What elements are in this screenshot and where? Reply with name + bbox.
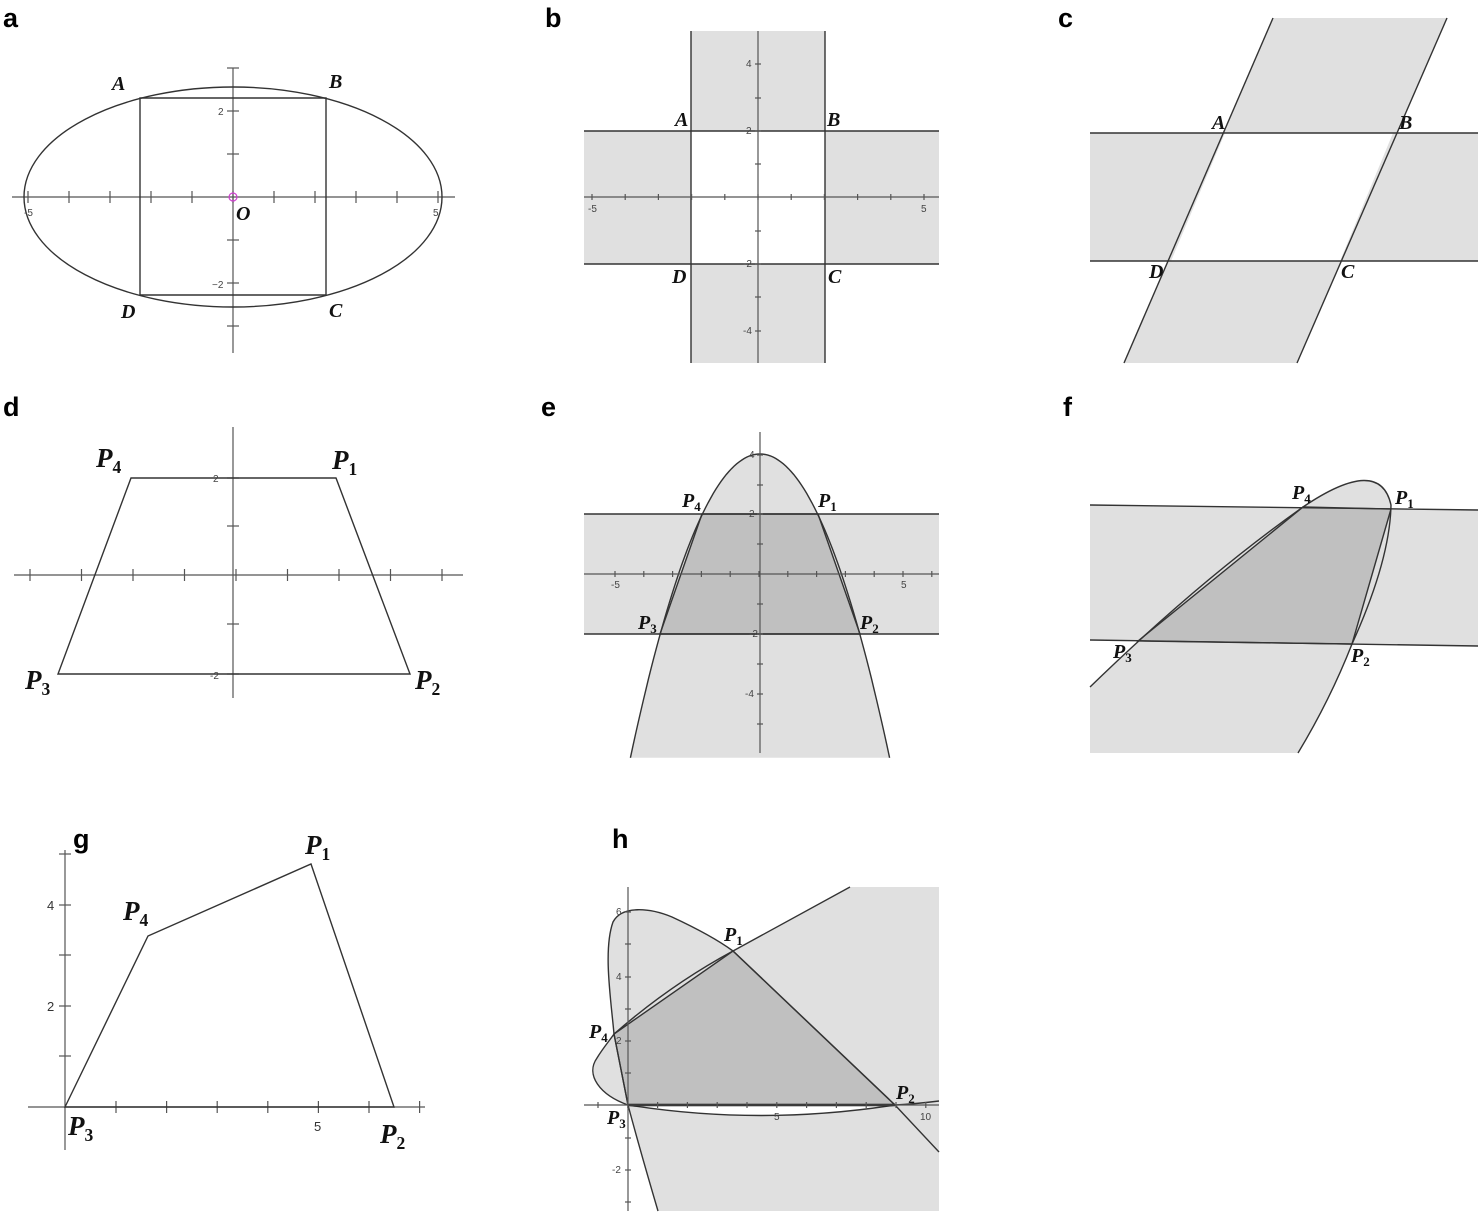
panel-e: e 4 2 -2 -4 -5 5 P4 P1 P3 P2 [541,392,939,758]
tick-label: 2 [218,107,224,118]
tick-label: 5 [314,1119,321,1134]
point-label-d: D [1148,261,1163,283]
panel-label-f: f [1063,392,1073,422]
point-label-p2: P2 [379,1119,406,1153]
tick-label: -2 [743,259,752,270]
tick-label: -2 [749,629,758,640]
point-label-b: B [826,109,840,131]
point-label-a: A [1210,112,1225,134]
axis-ticks [597,911,927,1203]
point-label-a: A [673,109,688,131]
point-label-d: D [671,266,686,288]
quadrilateral [1136,506,1392,645]
tick-label: -5 [24,208,33,219]
ellipse [23,86,443,308]
axis-ticks [59,853,421,1113]
tick-label: 2 [746,126,752,137]
point-label-p3: P3 [67,1111,94,1145]
quadrilateral-region [614,951,895,1105]
tick-label: 4 [616,972,622,983]
tick-label: -4 [743,326,752,337]
tick-label: 5 [921,204,927,215]
quadrilateral [56,477,412,675]
tick-label: 2 [47,999,54,1014]
point-label-p2: P2 [859,612,879,636]
tick-label: −2 [212,280,224,291]
point-label-p3: P3 [637,612,657,636]
point-label-c: C [329,300,343,322]
trapezoid [659,513,861,635]
curve [1089,479,1392,754]
panel-h: h 6 4 2 -2 5 10 P1 P4 P3 P2 [584,824,940,1212]
point-label-p4: P4 [1291,482,1311,506]
point-label-p2: P2 [414,665,441,699]
point-label-d: D [120,301,135,323]
panel-a: a 2 −2 -5 5 A B C D O [3,3,455,353]
tick-label: 5 [433,208,439,219]
tick-label: -2 [210,671,219,682]
parallelogram-region [1171,133,1393,261]
band-line [1089,504,1479,511]
tick-label: 6 [616,907,622,918]
point-label-p2: P2 [895,1082,915,1106]
tick-label: -2 [612,1165,621,1176]
axis-ticks [591,63,925,332]
panel-label-b: b [545,3,562,33]
point-label-p4: P4 [588,1021,608,1045]
point-label-b: B [328,71,342,93]
panel-label-d: d [3,392,20,422]
point-label-a: A [110,73,125,95]
panel-label-a: a [3,3,19,33]
tick-label: 2 [616,1036,622,1047]
tick-label: -5 [588,204,597,215]
point-label-c: C [828,266,842,288]
panel-label-h: h [612,824,629,854]
point-label-p4: P4 [122,896,149,930]
point-label-p3: P3 [606,1107,626,1131]
panel-label-e: e [541,392,556,422]
origin-marker [228,192,238,202]
point-label-o: O [236,203,250,225]
point-label-p3: P3 [24,665,51,699]
band-line [1296,17,1448,364]
quadrilateral [63,863,395,1108]
point-label-b: B [1398,112,1412,134]
panel-g: g 4 2 5 P1 P4 P3 P2 [28,824,425,1153]
point-label-p1: P1 [304,830,330,864]
point-label-p4: P4 [681,490,701,514]
axis-ticks [29,477,443,675]
point-label-p1: P1 [1394,487,1414,511]
panel-d: d 2 -2 P4 P1 P3 P2 [3,392,463,699]
tick-label: 4 [47,898,54,913]
tick-label: -4 [745,689,754,700]
point-label-p1: P1 [817,490,837,514]
point-label-p3: P3 [1112,641,1132,665]
point-label-p1: P1 [331,445,357,479]
tick-label: 2 [749,509,755,520]
panel-label-g: g [73,824,90,854]
panel-c: c A B C D [1058,3,1478,364]
point-label-p1: P1 [723,924,743,948]
point-label-p2: P2 [1350,645,1370,669]
tick-label: 4 [749,450,755,461]
quadrilateral-region [1138,507,1391,644]
tick-label: 10 [920,1112,932,1123]
tick-label: 5 [774,1112,780,1123]
panel-label-c: c [1058,3,1073,33]
tick-label: 4 [746,59,752,70]
tick-label: 2 [213,474,219,485]
curve [607,909,734,1212]
tick-label: 5 [901,580,907,591]
panel-f: f P4 P1 P3 P2 [1063,392,1479,754]
panel-b: b 4 2 -2 -4 -5 5 A B C D [545,3,939,363]
tick-label: -5 [611,580,620,591]
band-line [1123,17,1274,364]
point-label-p4: P4 [95,443,122,477]
axis-ticks [614,454,933,725]
point-label-c: C [1341,261,1355,283]
rectangle-abcd [139,97,327,296]
axis-ticks [27,67,439,327]
